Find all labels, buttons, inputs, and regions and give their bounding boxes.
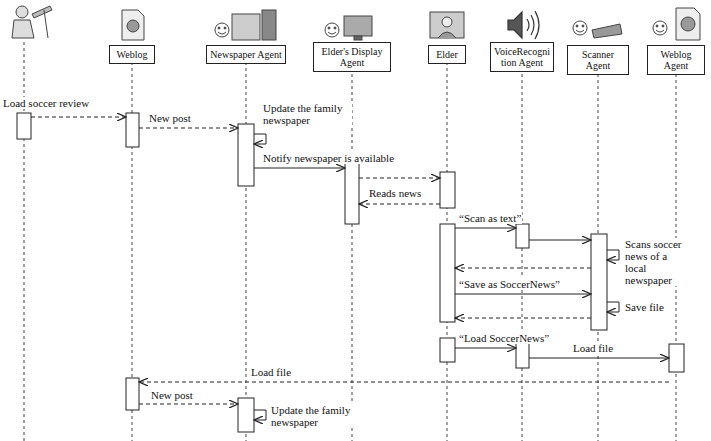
lifeline-name: VoiceRecognition Agent [494,46,550,68]
message-label: Reads news [368,187,422,199]
message-label: Load file [572,342,614,354]
elder-icon [430,12,464,38]
lifeline-name: Elder's Display Agent [317,46,387,68]
lifeline-head: Elder [428,45,466,64]
designer-icon [12,6,52,38]
message-label: New post [150,389,194,401]
lifeline-head: Elder's Display Agent [313,42,391,72]
message-label: New post [148,112,192,124]
weblog-agent-icon [653,8,700,40]
lifeline-name: Weblog Agent [651,49,701,71]
message-label: Notify newspaper is available [262,152,395,164]
message-label: Load soccer review [2,97,90,109]
lifeline-head: Weblog Agent [647,45,705,75]
activation-bar [17,113,684,432]
message-arrow [31,117,669,420]
lifeline-head: Newspaper Agent [206,45,286,64]
lifeline [24,42,676,441]
lifeline-name: Weblog [113,49,151,60]
newspaper-icon [215,10,276,40]
message-label: “Load SoccerNews” [458,332,550,344]
lifeline-head: VoiceRecognition Agent [490,42,554,72]
message-label: “Scan as text” [458,212,522,224]
lifeline-head: Scanner Agent [567,45,629,75]
lifeline-name: Scanner Agent [571,49,625,71]
speaker-icon [508,11,539,39]
display-icon [325,16,372,40]
message-label: Update the family newspaper [270,404,360,428]
lifeline-name: Newspaper Agent [210,49,282,60]
message-label: Update the family newspaper [262,102,352,126]
message-label: “Save as SoccerNews” [458,278,561,290]
lifeline-name: Elder [432,49,462,60]
lifeline-head: Weblog [109,45,155,64]
message-label: Load file [250,366,292,378]
scanner-icon [573,21,622,38]
document-icon [122,10,144,40]
message-label: Save file [624,301,665,313]
message-label: Scans soccer news of a local newspaper [624,238,688,286]
